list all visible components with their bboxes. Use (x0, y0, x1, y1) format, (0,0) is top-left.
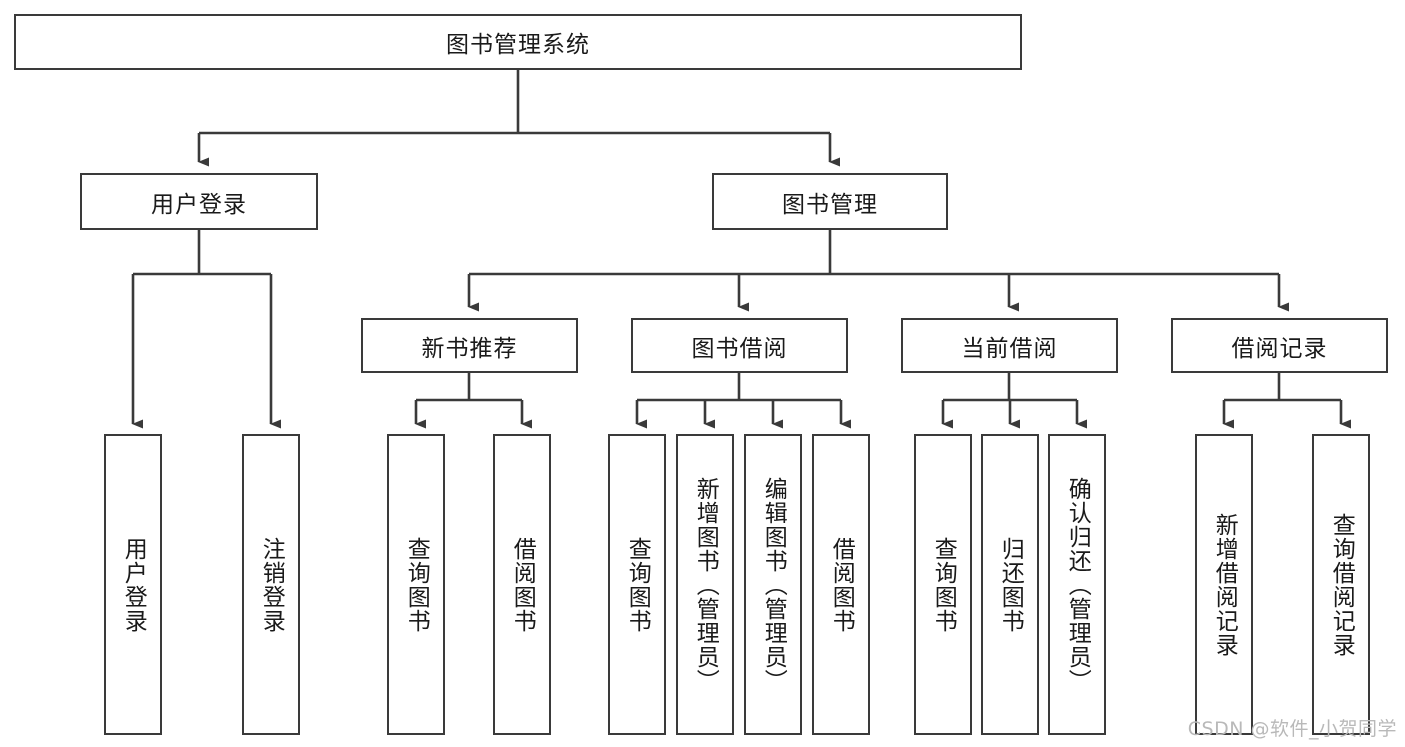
node-leaf-current-query-book[interactable]: 查询图书 (914, 434, 972, 735)
node-book-management[interactable]: 图书管理 (712, 173, 948, 230)
node-label: 图书管理 (782, 191, 878, 218)
node-label: 用户登录 (120, 536, 147, 633)
node-leaf-user-login-logout[interactable]: 注销登录 (242, 434, 300, 735)
node-new-book-recommend[interactable]: 新书推荐 (361, 318, 578, 373)
node-label: 查询借阅记录 (1328, 512, 1355, 657)
node-leaf-borrow-borrow-book[interactable]: 借阅图书 (812, 434, 870, 735)
node-leaf-new-book-query[interactable]: 查询图书 (387, 434, 445, 735)
node-label: 查询图书 (930, 536, 957, 633)
node-label: 查询图书 (403, 536, 430, 633)
node-label: 注销登录 (258, 536, 285, 633)
node-label: 归还图书 (997, 536, 1024, 633)
node-book-borrow[interactable]: 图书借阅 (631, 318, 848, 373)
node-leaf-user-login-login[interactable]: 用户登录 (104, 434, 162, 735)
node-borrow-record[interactable]: 借阅记录 (1171, 318, 1388, 373)
node-label: 图书借阅 (691, 335, 788, 362)
node-label: 当前借阅 (961, 335, 1058, 362)
node-label: 编辑图书（管理员） (760, 476, 787, 693)
node-leaf-current-confirm-return-admin[interactable]: 确认归还（管理员） (1048, 434, 1106, 735)
watermark: CSDN @软件_小贺同学 (1187, 718, 1397, 740)
node-label: 用户登录 (151, 191, 247, 218)
node-label: 图书管理系统 (446, 32, 590, 58)
node-leaf-record-add-record[interactable]: 新增借阅记录 (1195, 434, 1253, 735)
node-leaf-new-book-borrow[interactable]: 借阅图书 (493, 434, 551, 735)
node-leaf-record-query-record[interactable]: 查询借阅记录 (1312, 434, 1370, 735)
node-label: 借阅记录 (1231, 335, 1328, 362)
node-label: 新增借阅记录 (1211, 512, 1238, 657)
node-leaf-borrow-add-book-admin[interactable]: 新增图书（管理员） (676, 434, 734, 735)
node-label: 借阅图书 (509, 536, 536, 633)
node-label: 新增图书（管理员） (692, 476, 719, 693)
node-leaf-current-return-book[interactable]: 归还图书 (981, 434, 1039, 735)
node-label: 借阅图书 (828, 536, 855, 633)
node-leaf-borrow-query-book[interactable]: 查询图书 (608, 434, 666, 735)
node-user-login[interactable]: 用户登录 (80, 173, 318, 230)
node-label: 确认归还（管理员） (1064, 476, 1091, 693)
node-root-book-management-system[interactable]: 图书管理系统 (14, 14, 1022, 70)
node-label: 新书推荐 (421, 335, 518, 362)
node-current-borrow[interactable]: 当前借阅 (901, 318, 1118, 373)
node-leaf-borrow-edit-book-admin[interactable]: 编辑图书（管理员） (744, 434, 802, 735)
node-label: 查询图书 (624, 536, 651, 633)
